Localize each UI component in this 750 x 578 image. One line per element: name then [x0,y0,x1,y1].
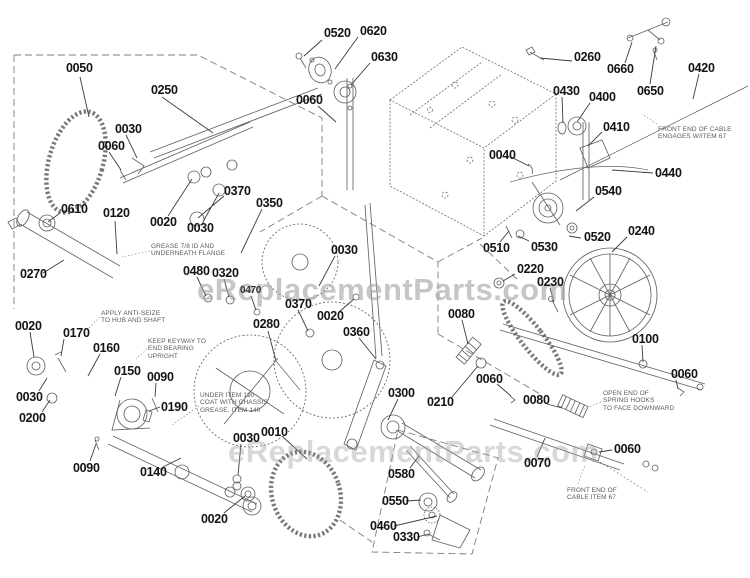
part-label-0370: 0370 [224,184,251,198]
part-label-0020: 0020 [15,319,42,333]
frame-weldment [389,46,557,237]
part-label-0080: 0080 [448,307,475,321]
assembly-note: FRONT END OF CABLE ENGAGES W/ITEM 67 [658,126,732,141]
note-leader-lines [87,113,658,485]
part-label-0240: 0240 [628,224,655,238]
part-label-0040: 0040 [489,148,516,162]
part-label-0350: 0350 [256,196,283,210]
part-label-0030: 0030 [233,431,260,445]
part-label-0320: 0320 [212,266,239,280]
part-label-0090: 0090 [147,370,174,384]
assembly-note: UNDER ITEM 190 COAT WITH CHASSIS GREASE,… [200,392,268,414]
part-label-0360: 0360 [343,325,370,339]
part-label-0030: 0030 [16,390,43,404]
part-label-0220: 0220 [517,262,544,276]
part-label-0050: 0050 [66,61,93,75]
part-label-0230: 0230 [537,275,564,289]
part-label-0030: 0030 [331,243,358,257]
part-label-0630: 0630 [371,50,398,64]
part-label-0420: 0420 [688,61,715,75]
part-label-0650: 0650 [637,84,664,98]
part-label-0100: 0100 [632,332,659,346]
part-label-0060: 0060 [296,93,323,107]
part-label-0400: 0400 [589,90,616,104]
parts-sketches [7,17,749,549]
part-label-0030: 0030 [187,221,214,235]
part-label-0470: 0470 [240,285,262,296]
part-label-0060: 0060 [671,367,698,381]
part-label-0520: 0520 [324,26,351,40]
part-label-0060: 0060 [476,372,503,386]
part-label-0510: 0510 [483,241,510,255]
part-label-0480: 0480 [183,264,210,278]
part-label-0170: 0170 [63,326,90,340]
part-label-0530: 0530 [531,240,558,254]
part-label-0430: 0430 [553,84,580,98]
part-label-0070: 0070 [524,456,551,470]
part-label-0210: 0210 [427,395,454,409]
part-label-0250: 0250 [151,83,178,97]
part-label-0160: 0160 [93,341,120,355]
part-label-0520: 0520 [584,230,611,244]
part-label-0140: 0140 [140,465,167,479]
assembly-note: FRONT END OF CABLE ITEM 67 [567,487,617,502]
assembly-note: KEEP KEYWAY TO END BEARING UPRIGHT [148,338,206,360]
part-label-0090: 0090 [73,461,100,475]
part-label-0060: 0060 [614,442,641,456]
part-label-0280: 0280 [253,317,280,331]
part-label-0060: 0060 [98,139,125,153]
part-label-0270: 0270 [20,267,47,281]
part-label-0330: 0330 [393,530,420,544]
part-label-0660: 0660 [607,62,634,76]
part-label-0410: 0410 [603,120,630,134]
chain-loops [44,109,564,539]
part-label-0030: 0030 [115,122,142,136]
part-label-0120: 0120 [103,206,130,220]
leader-lines [29,36,700,538]
part-label-0020: 0020 [150,215,177,229]
part-label-0610: 0610 [61,202,88,216]
assembly-note: APPLY ANTI-SEIZE TO HUB AND SHAFT [101,310,166,325]
part-label-0080: 0080 [523,393,550,407]
part-label-0550: 0550 [382,494,409,508]
assembly-note: OPEN END OF SPRING HOOKS TO FACE DOWNWAR… [603,390,675,412]
part-label-0020: 0020 [317,309,344,323]
part-label-0150: 0150 [114,364,141,378]
part-label-0200: 0200 [19,411,46,425]
section-boundary [13,54,541,555]
part-label-0260: 0260 [574,50,601,64]
part-label-0580: 0580 [388,467,415,481]
part-label-0620: 0620 [360,24,387,38]
part-label-0190: 0190 [161,400,188,414]
part-label-0010: 0010 [261,425,288,439]
assembly-note: GREASE 7/8 ID AND UNDERNEATH FLANGE [151,243,226,258]
part-label-0540: 0540 [595,184,622,198]
part-label-0300: 0300 [388,386,415,400]
part-label-0440: 0440 [655,166,682,180]
part-label-0370: 0370 [285,297,312,311]
part-label-0460: 0460 [370,519,397,533]
part-label-0020: 0020 [201,512,228,526]
